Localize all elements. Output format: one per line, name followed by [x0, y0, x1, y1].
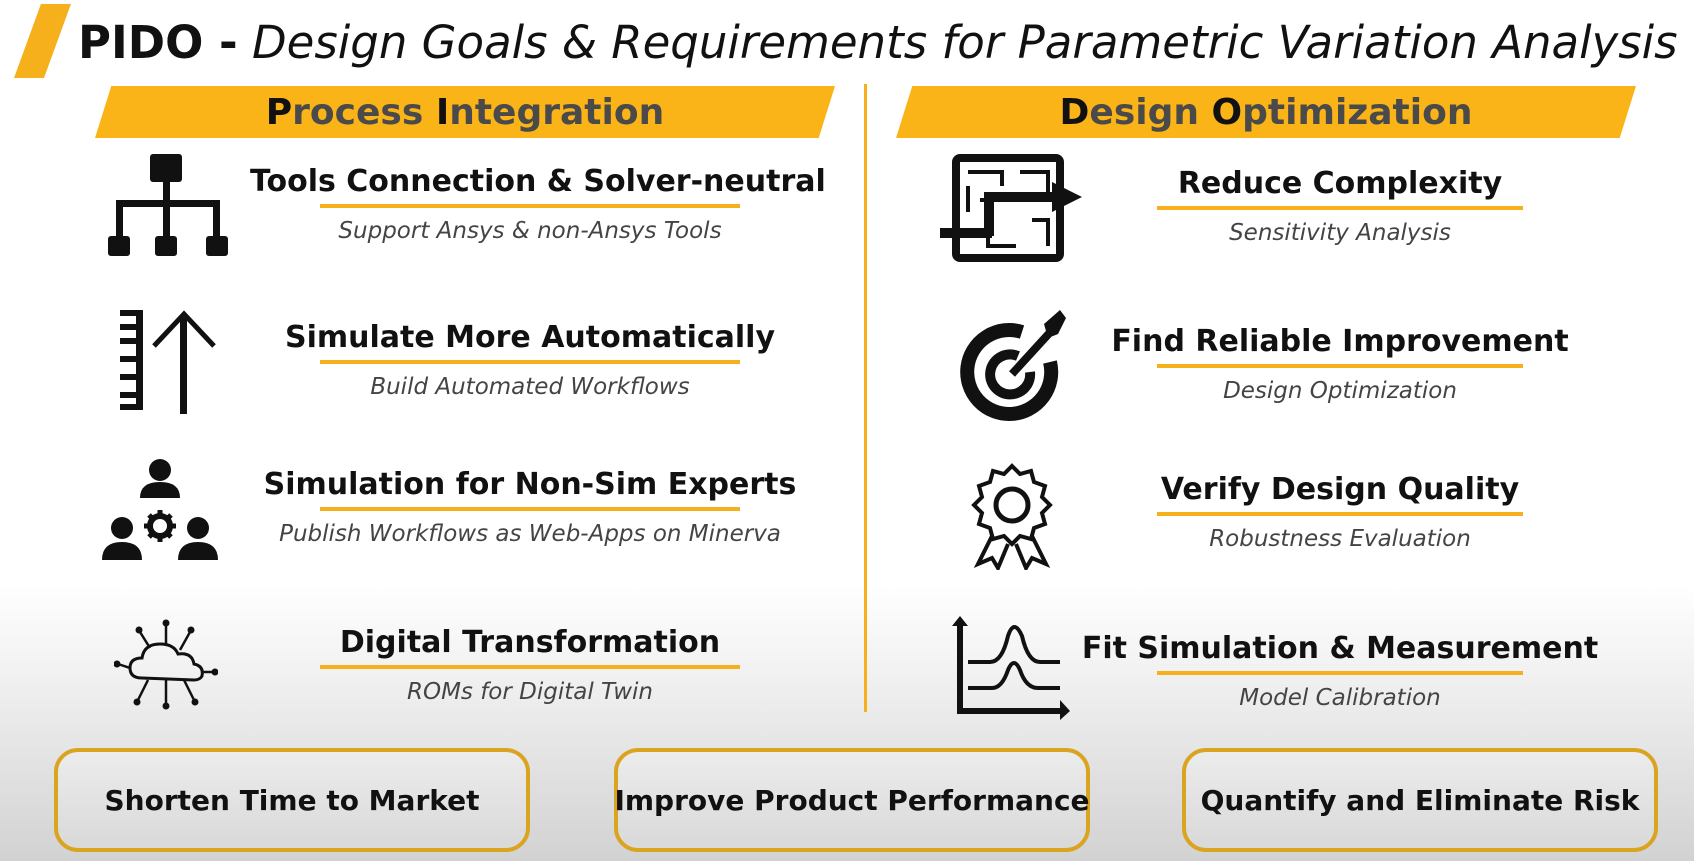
goal-label: Quantify and Eliminate Risk — [1200, 783, 1640, 817]
item-heading: Find Reliable Improvement — [1111, 324, 1569, 359]
item-non-sim-experts: Simulation for Non-Sim Experts Publish W… — [250, 465, 810, 549]
item-verify-quality: Verify Design Quality Robustness Evaluat… — [1070, 470, 1610, 554]
process-integration-banner: Process Integration — [95, 86, 835, 138]
heading-underline — [320, 360, 740, 364]
award-badge-icon — [971, 463, 1053, 570]
heading-underline — [320, 204, 740, 208]
item-tools-connection: Tools Connection & Solver-neutral Suppor… — [250, 162, 826, 246]
heading-underline — [1157, 364, 1523, 368]
item-subheading: ROMs for Digital Twin — [406, 679, 653, 705]
page-title: PIDO - Design Goals & Requirements for P… — [78, 14, 1678, 72]
heading-underline — [1157, 206, 1523, 210]
column-divider — [864, 84, 867, 712]
item-subheading: Model Calibration — [1239, 685, 1441, 711]
item-subheading: Publish Workflows as Web-Apps on Minerva — [279, 521, 781, 547]
item-heading: Tools Connection & Solver-neutral — [250, 164, 826, 199]
title-italic: Design Goals & Requirements for Parametr… — [252, 16, 1678, 69]
goal-box-product-performance: Improve Product Performance — [614, 748, 1090, 852]
banner-label: Process Integration — [265, 91, 665, 133]
curve-chart-icon — [952, 616, 1070, 720]
item-digital-transformation: Digital Transformation ROMs for Digital … — [250, 623, 810, 707]
heading-underline — [1157, 671, 1523, 675]
item-heading: Verify Design Quality — [1160, 472, 1520, 507]
heading-underline — [1157, 512, 1523, 516]
item-subheading: Robustness Evaluation — [1209, 526, 1471, 552]
goal-box-time-to-market: Shorten Time to Market — [54, 748, 530, 852]
users-gear-icon — [102, 459, 218, 560]
hierarchy-icon — [108, 154, 228, 256]
item-subheading: Sensitivity Analysis — [1229, 220, 1451, 246]
item-heading: Digital Transformation — [339, 625, 721, 660]
item-reduce-complexity: Reduce Complexity Sensitivity Analysis — [1070, 164, 1610, 248]
cloud-network-icon — [114, 619, 218, 710]
item-subheading: Build Automated Workflows — [370, 374, 690, 400]
item-reliable-improvement: Find Reliable Improvement Design Optimiz… — [1070, 322, 1610, 406]
item-subheading: Design Optimization — [1223, 378, 1457, 404]
maze-arrow-icon — [940, 154, 1082, 262]
item-heading: Simulation for Non-Sim Experts — [263, 467, 797, 502]
item-simulate-automatically: Simulate More Automatically Build Automa… — [250, 318, 810, 402]
goal-box-eliminate-risk: Quantify and Eliminate Risk — [1182, 748, 1658, 852]
heading-underline — [320, 665, 740, 669]
item-fit-simulation: Fit Simulation & Measurement Model Calib… — [1070, 629, 1610, 713]
title-bold: PIDO - — [78, 16, 238, 69]
item-heading: Reduce Complexity — [1177, 166, 1503, 201]
item-heading: Simulate More Automatically — [284, 320, 776, 355]
heading-underline — [320, 507, 740, 511]
ruler-arrow-icon — [120, 310, 216, 414]
design-optimization-banner: Design Optimization — [896, 86, 1636, 138]
item-subheading: Support Ansys & non-Ansys Tools — [338, 218, 722, 244]
title-accent-slash — [14, 4, 71, 78]
banner-label: Design Optimization — [1059, 91, 1473, 133]
item-heading: Fit Simulation & Measurement — [1081, 631, 1599, 666]
goal-label: Improve Product Performance — [614, 783, 1090, 817]
target-dart-icon — [960, 310, 1066, 421]
goal-label: Shorten Time to Market — [104, 783, 480, 817]
